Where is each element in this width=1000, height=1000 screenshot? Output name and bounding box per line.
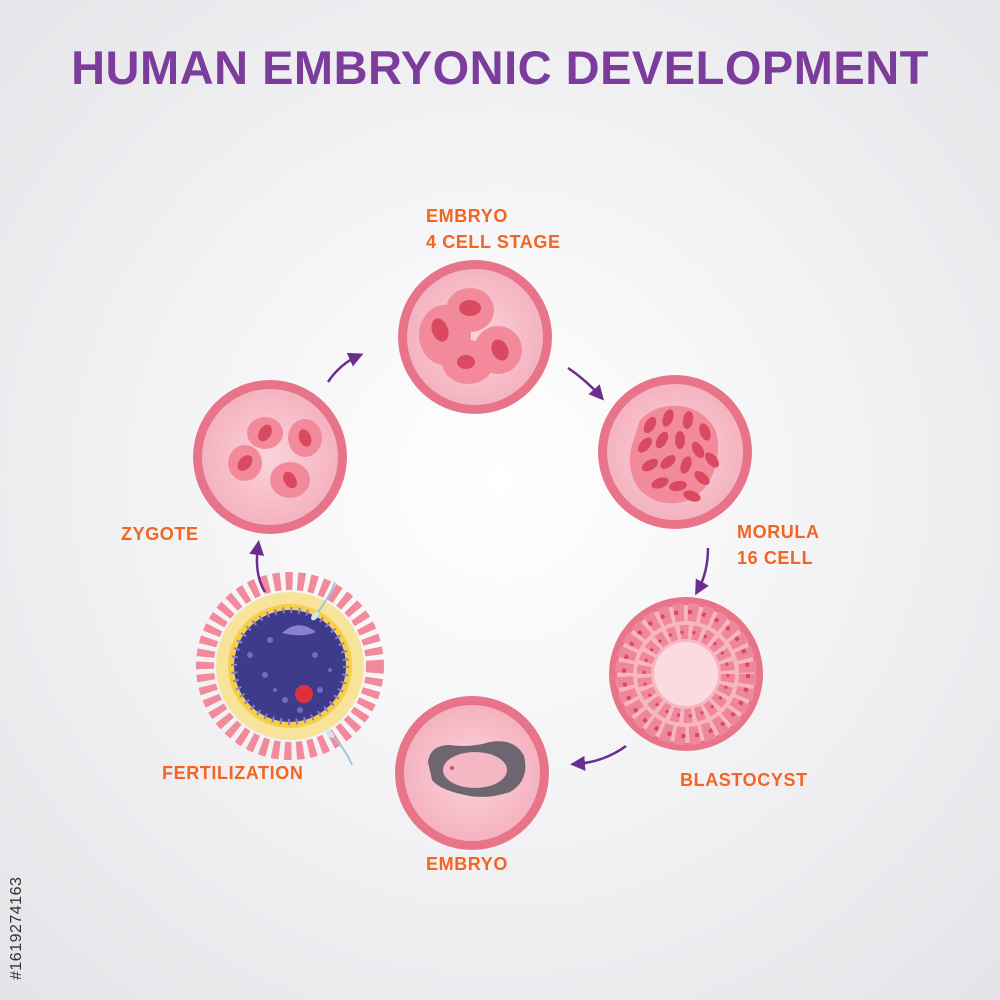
zygote-label: ZYGOTE (121, 524, 199, 544)
page-title: HUMAN EMBRYONIC DEVELOPMENT (71, 41, 929, 94)
stock-image-id: #1619274163 (8, 876, 25, 980)
morula-label-line2: 16 CELL (737, 548, 813, 568)
arrow-4-cell-to-morula (567, 366, 604, 401)
embryo-fetus (395, 696, 549, 850)
embryo-4-cell-label-line1: EMBRYO (426, 206, 508, 226)
fertilization-egg (196, 572, 384, 766)
fertilization-label: FERTILIZATION (162, 763, 303, 783)
embryo-4-cell-label-line2: 4 CELL STAGE (426, 232, 561, 252)
arrow-blastocyst-to-embryo (570, 744, 627, 771)
blastocyst-label: BLASTOCYST (680, 770, 808, 790)
zygote (193, 380, 347, 534)
morula-16-cell (598, 375, 752, 529)
morula-label-line1: MORULA (737, 522, 820, 542)
arrow-zygote-to-4-cell (326, 352, 364, 383)
arrow-morula-to-blastocyst (695, 547, 710, 596)
embryo-4-cell-stage (398, 260, 552, 414)
blastocyst (609, 597, 763, 751)
embryo-label: EMBRYO (426, 854, 508, 874)
arrow-fertilization-to-zygote (249, 540, 267, 593)
